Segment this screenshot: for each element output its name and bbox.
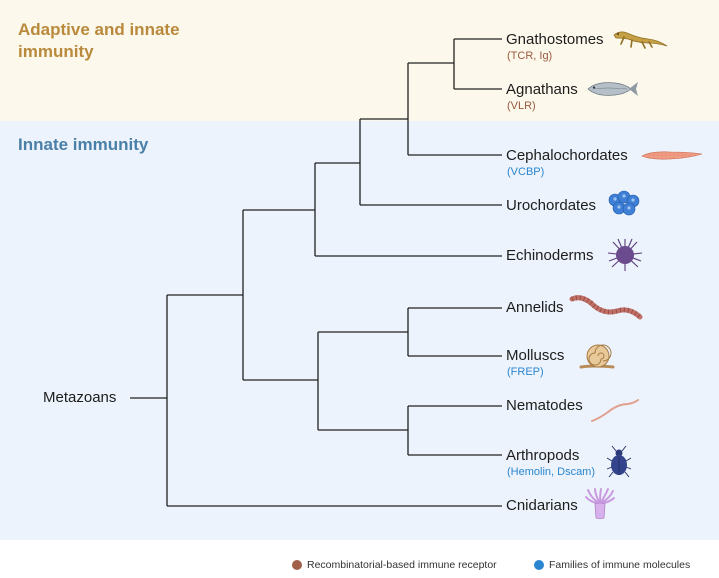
legend-dot-blue xyxy=(534,560,544,570)
lizard-icon xyxy=(613,31,668,49)
worm-icon xyxy=(569,295,643,320)
fish-icon xyxy=(587,82,638,96)
taxon-cephalochordates: Cephalochordates xyxy=(506,147,628,164)
legend-families-label: Families of immune molecules xyxy=(549,559,691,571)
molecule-arthropods: (Hemolin, Dscam) xyxy=(507,466,596,478)
taxon-gnathostomes: Gnathostomes xyxy=(506,31,604,48)
adaptive-immunity-band xyxy=(0,0,719,121)
taxon-nematodes: Nematodes xyxy=(506,397,583,414)
adaptive-immunity-label: Adaptive and innate immunity xyxy=(18,20,180,61)
root-label-metazoans: Metazoans xyxy=(43,389,117,406)
taxon-annelids: Annelids xyxy=(506,299,564,316)
molecule-cephalochordates: (VCBP) xyxy=(507,166,545,178)
legend-recombinatorial-label: Recombinatorial-based immune receptor xyxy=(307,559,497,571)
beetle-icon xyxy=(606,445,632,478)
lancelet-icon xyxy=(641,151,703,160)
legend-families: Families of immune molecules xyxy=(534,559,690,571)
taxon-arthropods: Arthropods xyxy=(506,447,580,464)
sea-urchin-icon xyxy=(607,238,643,271)
taxon-cnidarians: Cnidarians xyxy=(506,497,578,514)
taxon-molluscs: Molluscs xyxy=(506,347,565,364)
nematode-icon xyxy=(591,399,639,422)
tunicate-icon xyxy=(608,190,640,216)
legend-dot-brown xyxy=(292,560,302,570)
molecule-gnathostomes: (TCR, Ig) xyxy=(507,50,553,62)
taxon-urochordates: Urochordates xyxy=(506,197,597,214)
snail-icon xyxy=(579,344,615,369)
taxon-agnathans: Agnathans xyxy=(506,81,578,98)
anemone-icon xyxy=(585,488,615,519)
innate-immunity-label: Innate immunity xyxy=(18,135,149,154)
molecule-molluscs: (FREP) xyxy=(507,366,544,378)
taxon-echinoderms: Echinoderms xyxy=(506,247,594,264)
molecule-agnathans: (VLR) xyxy=(507,100,536,112)
legend-recombinatorial: Recombinatorial-based immune receptor xyxy=(292,559,497,571)
